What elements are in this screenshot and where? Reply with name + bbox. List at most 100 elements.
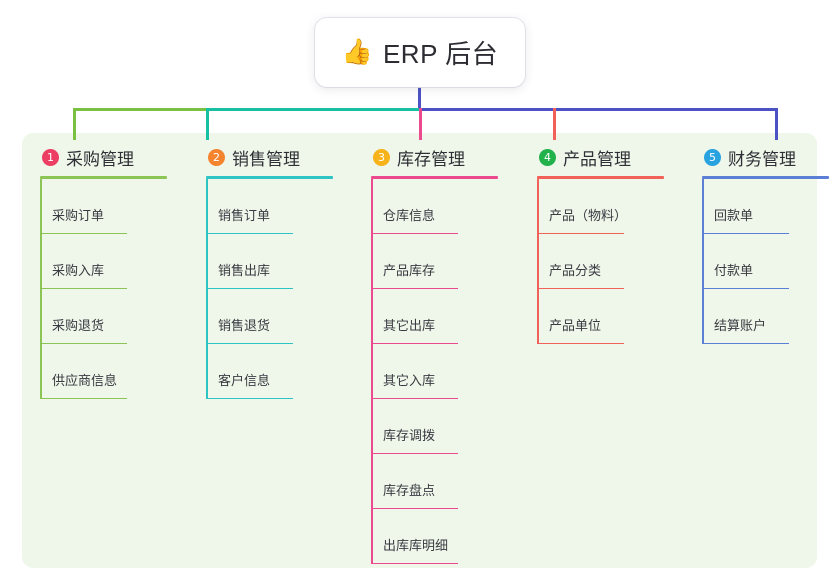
list-item-rule [702,287,789,289]
drop-purchasing [73,108,76,140]
thumbs-up-icon: 👍 [341,38,373,66]
column-items-product: 产品（物料） 产品分类产品单位 [537,179,667,344]
list-item-rule [371,507,458,509]
drop-product [553,108,556,140]
list-item-label: 库存调拨 [383,428,436,443]
bus-segment-green [73,108,206,111]
column-product: 4 产品管理产品（物料） 产品分类产品单位 [519,140,664,344]
list-item[interactable]: 供应商信息 [40,344,170,399]
list-item[interactable]: 产品分类 [537,234,667,289]
list-item-rule [371,562,458,564]
list-item-label: 其它出库 [383,318,436,333]
list-item-label: 采购入库 [52,263,105,278]
list-item[interactable]: 产品库存 [371,234,501,289]
diagram-panel [22,133,817,568]
column-header-finance[interactable]: 5 财务管理 [684,140,796,174]
list-item[interactable]: 销售订单 [206,179,336,234]
list-item-label: 库存盘点 [383,483,436,498]
list-item-label: 其它入库 [383,373,436,388]
column-badge-purchasing: 1 [42,148,59,166]
drop-finance [775,108,778,140]
column-badge-product: 4 [539,148,556,166]
list-item[interactable]: 付款单 [702,234,832,289]
list-item-rule [371,287,458,289]
list-item-rule [206,342,293,344]
list-item[interactable]: 其它出库 [371,289,501,344]
list-item-label: 产品分类 [549,263,602,278]
list-item[interactable]: 销售出库 [206,234,336,289]
list-item-rule [537,287,624,289]
list-item-label: 产品库存 [383,263,436,278]
list-item[interactable]: 其它入库 [371,344,501,399]
list-item-label: 出库库明细 [383,538,449,553]
column-title-sales: 销售管理 [232,149,300,169]
column-title-finance: 财务管理 [728,149,796,169]
list-item[interactable]: 回款单 [702,179,832,234]
column-badge-inventory: 3 [373,148,390,166]
column-header-rule-sales [206,176,333,179]
column-badge-finance: 5 [704,148,721,166]
column-spine-product [537,179,539,344]
list-item-rule [702,342,789,344]
column-spine-finance [702,179,704,344]
root-node-title: ERP 后台 [382,39,499,69]
column-header-rule-inventory [371,176,498,179]
list-item[interactable]: 结算账户 [702,289,832,344]
column-items-sales: 销售订单销售出库销售退货客户信息 [206,179,336,399]
list-item-rule [371,232,458,234]
column-items-finance: 回款单付款单结算账户 [702,179,832,344]
list-item-rule [371,397,458,399]
list-item-label: 供应商信息 [52,373,118,388]
list-item[interactable]: 客户信息 [206,344,336,399]
list-item[interactable]: 出库库明细 [371,509,501,564]
list-item-rule [206,397,293,399]
column-items-inventory: 仓库信息产品库存其它出库其它入库库存调拨库存盘点出库库明细 [371,179,501,564]
list-item-label: 销售订单 [218,208,271,223]
list-item-label: 结算账户 [714,318,767,333]
list-item-label: 销售出库 [218,263,271,278]
list-item-rule [702,232,789,234]
list-item[interactable]: 库存盘点 [371,454,501,509]
list-item[interactable]: 仓库信息 [371,179,501,234]
list-item[interactable]: 采购订单 [40,179,170,234]
column-header-product[interactable]: 4 产品管理 [519,140,631,174]
column-finance: 5 财务管理回款单付款单结算账户 [684,140,829,344]
column-header-rule-purchasing [40,176,167,179]
list-item[interactable]: 采购退货 [40,289,170,344]
list-item-label: 客户信息 [218,373,271,388]
list-item[interactable]: 销售退货 [206,289,336,344]
list-item[interactable]: 产品单位 [537,289,667,344]
list-item-rule [40,232,127,234]
list-item-label: 采购订单 [52,208,105,223]
list-item-label: 仓库信息 [383,208,436,223]
list-item-label: 产品单位 [549,318,602,333]
column-spine-inventory [371,179,373,564]
list-item-rule [537,232,624,234]
list-item-label: 回款单 [714,208,754,223]
list-item[interactable]: 库存调拨 [371,399,501,454]
column-header-rule-product [537,176,664,179]
bus-segment-teal [206,108,419,111]
drop-sales [206,108,209,140]
list-item-label: 产品（物料） [549,208,628,223]
list-item-rule [206,287,293,289]
root-node-content: 👍 ERP 后台 [342,34,498,71]
column-items-purchasing: 采购订单采购入库采购退货供应商信息 [40,179,170,399]
root-node[interactable]: 👍 ERP 后台 [315,18,525,87]
column-spine-purchasing [40,179,42,399]
list-item-rule [371,342,458,344]
list-item-rule [371,452,458,454]
root-stem-connector [418,87,421,108]
column-title-product: 产品管理 [563,149,631,169]
list-item-label: 付款单 [714,263,754,278]
list-item[interactable]: 采购入库 [40,234,170,289]
list-item-rule [40,342,127,344]
list-item[interactable]: 产品（物料） [537,179,667,234]
